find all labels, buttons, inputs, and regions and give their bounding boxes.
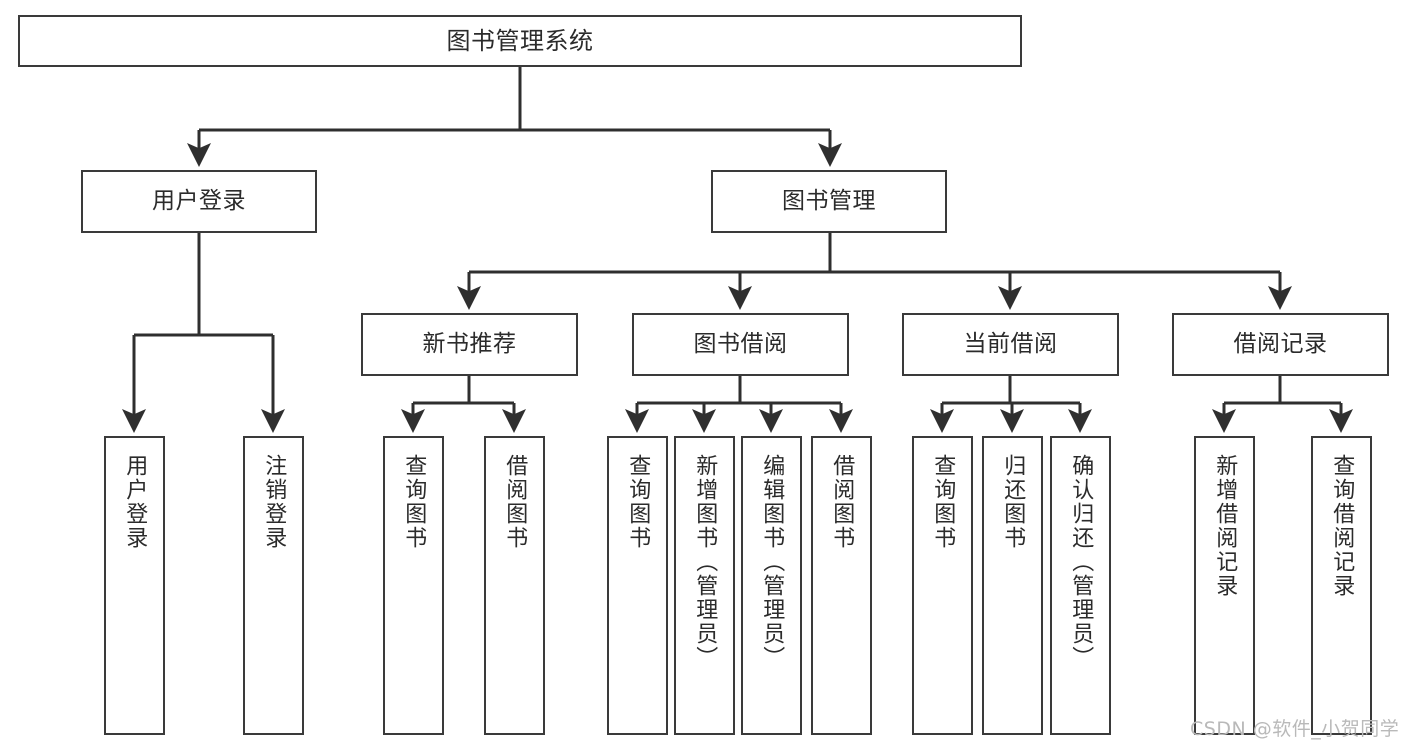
leaf-borrow-book-2[interactable]: 借阅图书 [811,436,872,735]
node-label: 用户登录 [152,187,246,214]
node-current-borrow[interactable]: 当前借阅 [902,313,1119,376]
leaf-logout-login[interactable]: 注销登录 [243,436,304,735]
node-user-login[interactable]: 用户登录 [81,170,317,233]
node-label: 归还图书 [1000,454,1026,550]
node-label: 编辑图书（管理员） [759,454,785,670]
node-label: 确认归还（管理员） [1068,454,1094,670]
leaf-add-book[interactable]: 新增图书（管理员） [674,436,735,735]
leaf-add-record[interactable]: 新增借阅记录 [1194,436,1255,735]
leaf-borrow-book-1[interactable]: 借阅图书 [484,436,545,735]
node-label: 借阅记录 [1233,330,1328,357]
node-label: 借阅图书 [502,454,528,550]
leaf-return-book[interactable]: 归还图书 [982,436,1043,735]
node-label: 新书推荐 [422,330,517,357]
node-label: 借阅图书 [829,454,855,550]
leaf-confirm-return[interactable]: 确认归还（管理员） [1050,436,1111,735]
node-label: 当前借阅 [963,330,1058,357]
leaf-query-book-2[interactable]: 查询图书 [607,436,668,735]
leaf-query-record[interactable]: 查询借阅记录 [1311,436,1372,735]
node-label: 用户登录 [122,454,148,550]
node-label: 图书管理 [782,187,876,214]
leaf-query-book-1[interactable]: 查询图书 [383,436,444,735]
node-label: 新增借阅记录 [1212,454,1238,598]
node-root-book-management-system[interactable]: 图书管理系统 [18,15,1022,67]
node-book-manage[interactable]: 图书管理 [711,170,947,233]
node-label: 查询图书 [401,454,427,550]
leaf-query-book-3[interactable]: 查询图书 [912,436,973,735]
node-label: 新增图书（管理员） [692,454,718,670]
node-label: 图书管理系统 [446,26,594,55]
watermark-csdn: CSDN @软件_小贺同学 [1190,718,1400,740]
node-label: 查询图书 [625,454,651,550]
node-new-book-recommend[interactable]: 新书推荐 [361,313,578,376]
node-label: 查询借阅记录 [1329,454,1355,598]
node-label: 注销登录 [261,454,287,550]
leaf-user-login[interactable]: 用户登录 [104,436,165,735]
node-label: 图书借阅 [693,330,788,357]
node-label: 查询图书 [930,454,956,550]
node-borrow-record[interactable]: 借阅记录 [1172,313,1389,376]
node-book-borrow[interactable]: 图书借阅 [632,313,849,376]
leaf-edit-book[interactable]: 编辑图书（管理员） [741,436,802,735]
